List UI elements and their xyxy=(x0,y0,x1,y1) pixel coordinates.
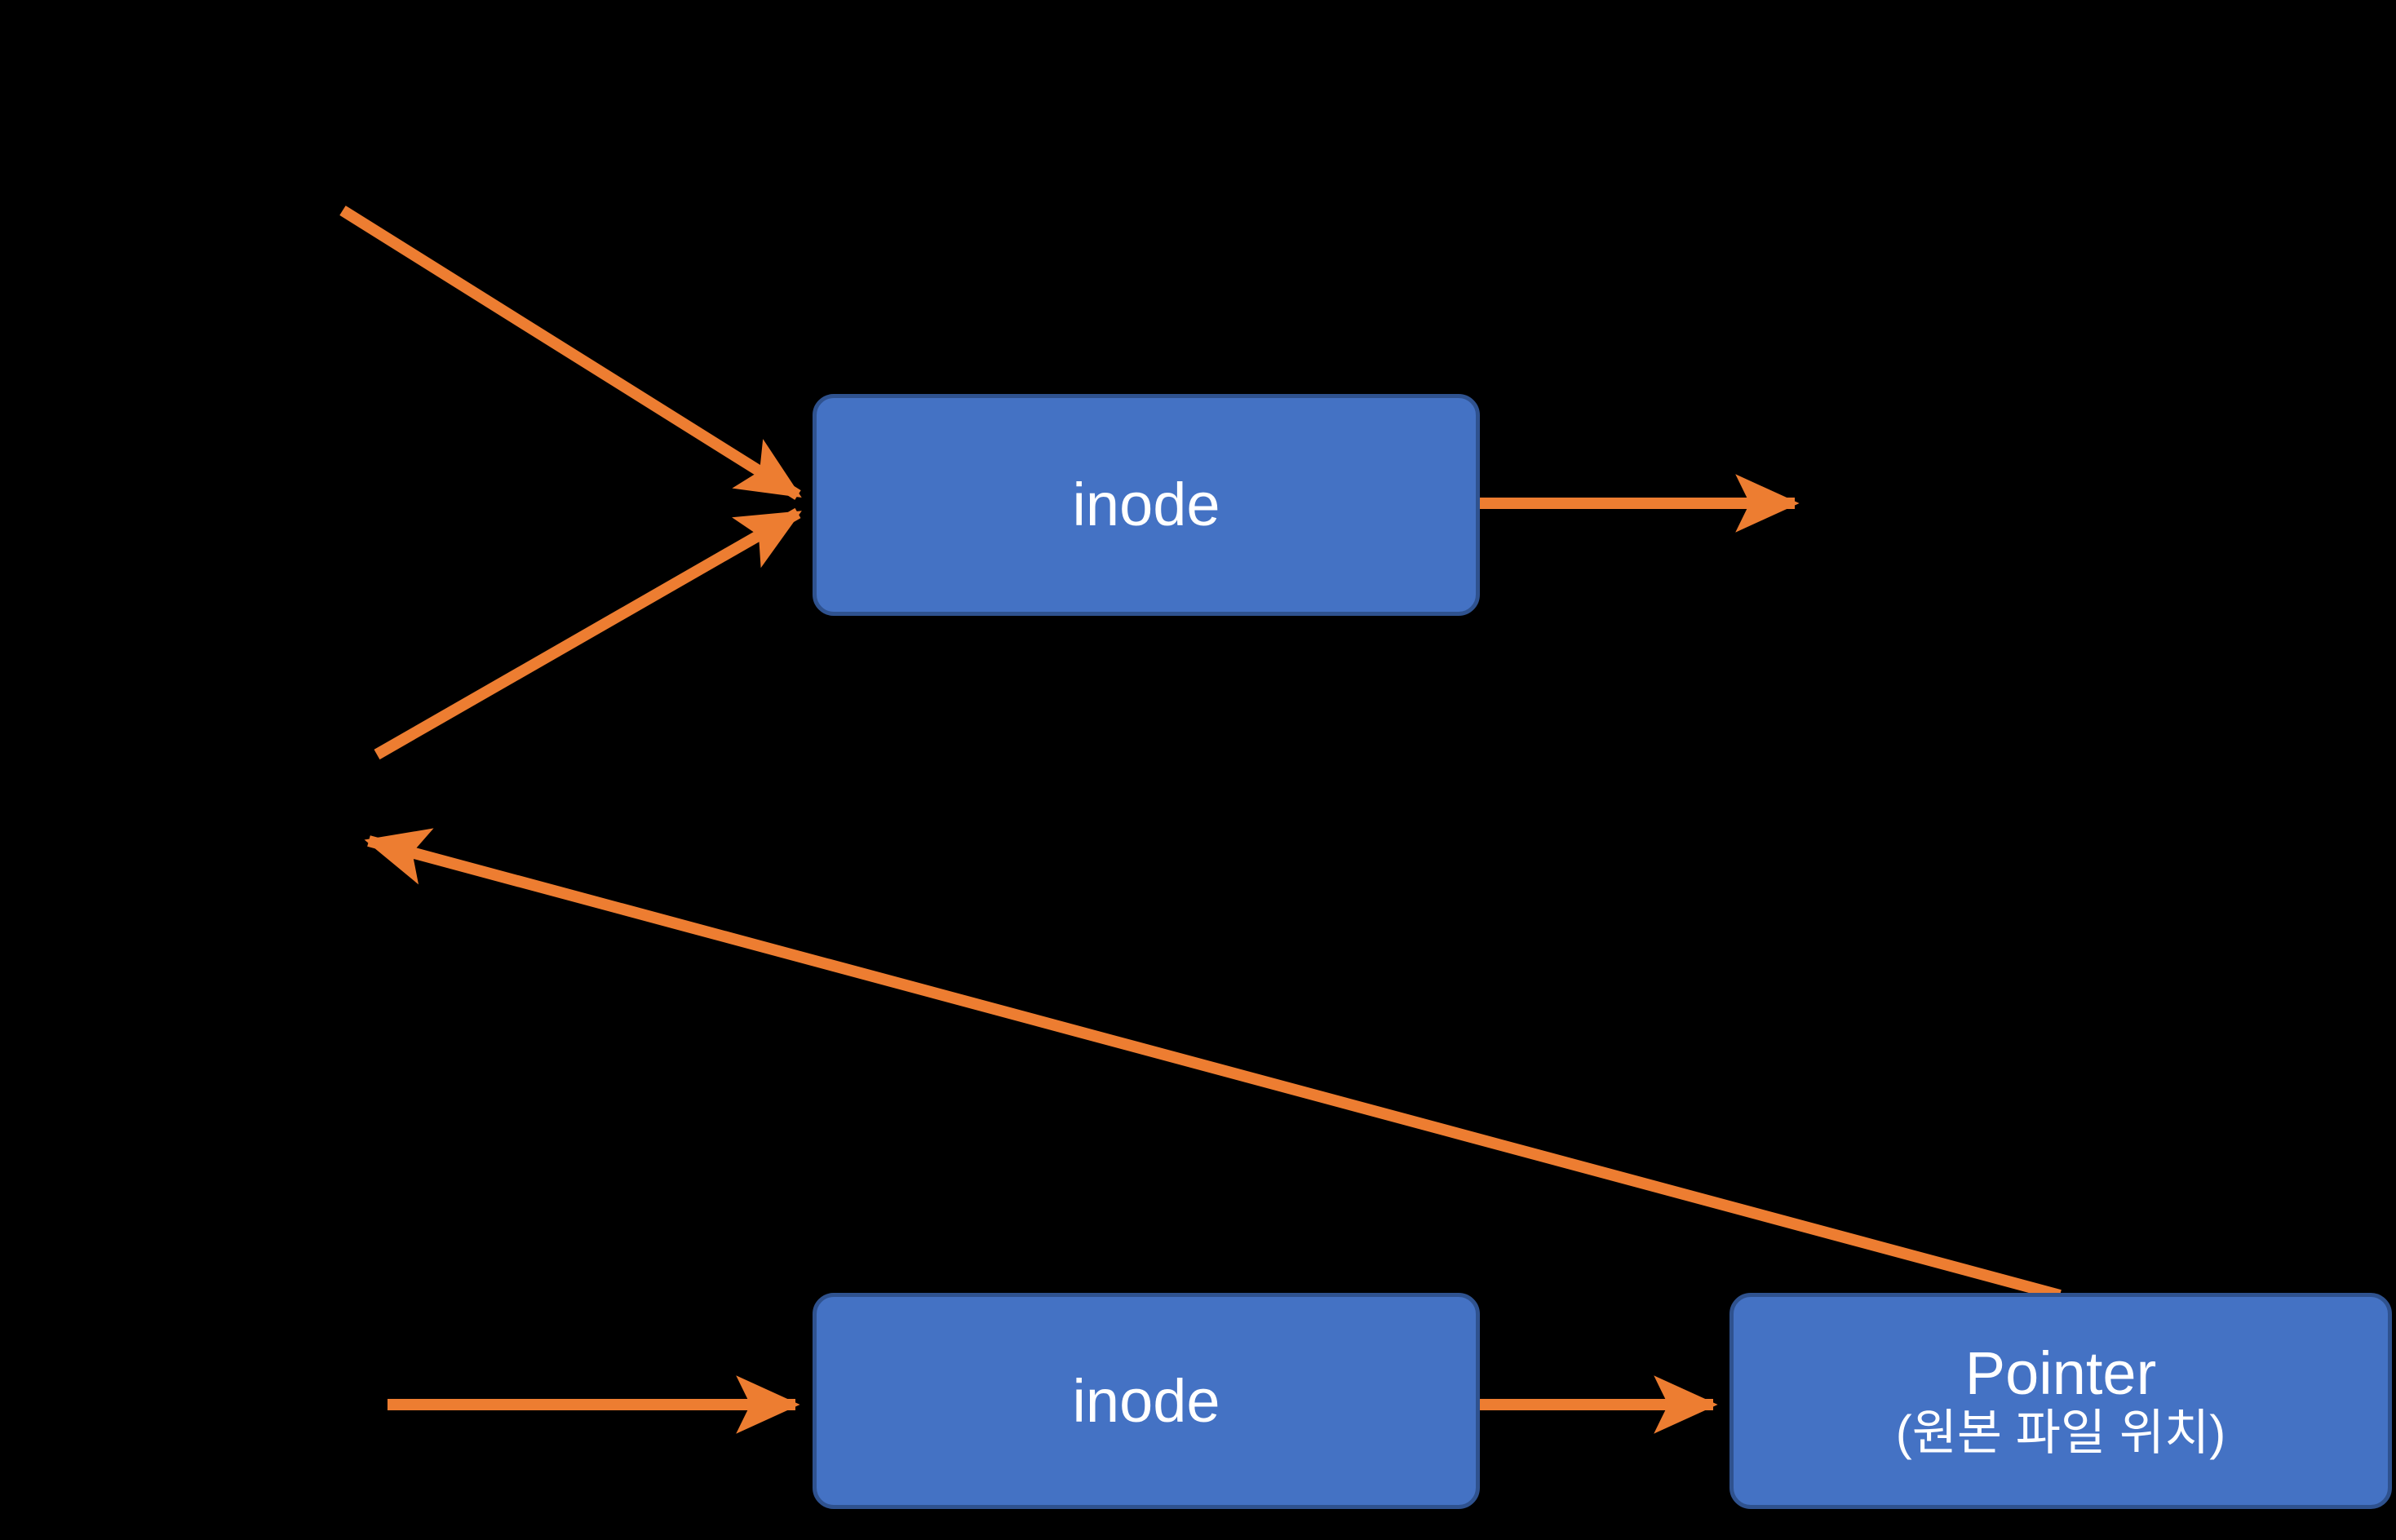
node-pointer-sublabel: (원본 파일 위치) xyxy=(1895,1405,2226,1461)
node-inode-top[interactable]: inode xyxy=(813,394,1480,616)
node-inode-top-label: inode xyxy=(1072,471,1220,539)
node-pointer[interactable]: Pointer (원본 파일 위치) xyxy=(1729,1293,2392,1509)
node-inode-bottom[interactable]: inode xyxy=(813,1293,1480,1509)
arrow-lower-left-to-inode-top xyxy=(374,507,802,760)
arrow-upper-left-to-inode-top xyxy=(339,206,802,500)
arrow-pointer-to-upper-left xyxy=(364,828,2062,1301)
node-pointer-label: Pointer xyxy=(1964,1339,2157,1407)
node-inode-bottom-label: inode xyxy=(1072,1366,1220,1435)
